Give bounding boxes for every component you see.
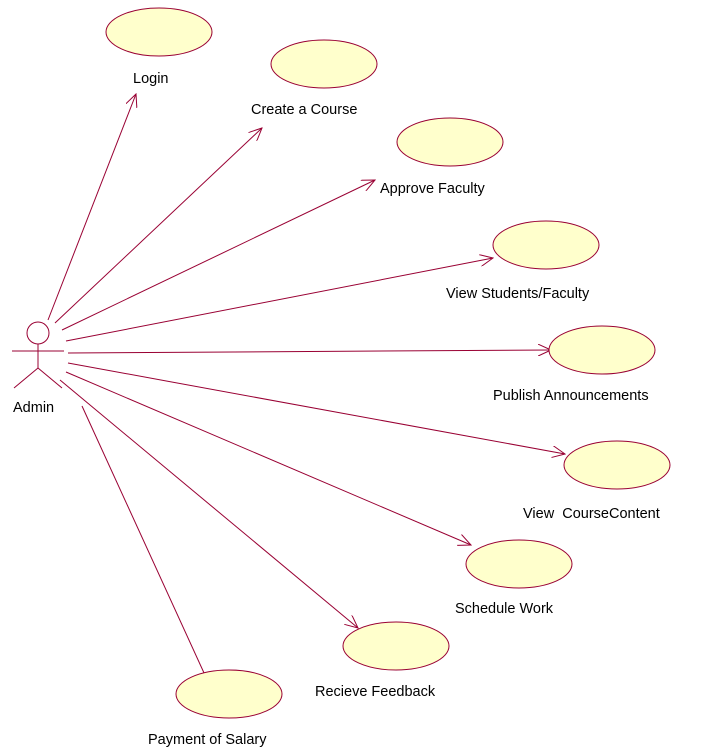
use-case-label: Payment of Salary — [148, 732, 267, 747]
association-schedule-work — [65, 371, 471, 545]
association-login — [47, 94, 136, 321]
association-recieve-feedback — [59, 379, 358, 628]
association-view-course-content — [67, 362, 565, 454]
use-case-payment-of-salary: Payment of Salary — [148, 669, 283, 747]
admin-actor-label: Admin — [13, 400, 54, 416]
use-case-label: Schedule Work — [455, 601, 554, 617]
association-lines — [47, 94, 565, 697]
association-payment-of-salary — [81, 405, 215, 697]
use-case-schedule-work: Schedule Work — [455, 539, 573, 617]
admin-actor — [12, 321, 64, 389]
use-case-approve-faculty: Approve Faculty — [380, 117, 504, 197]
use-case-label: View CourseContent — [523, 506, 660, 522]
use-case-view-course-content: View CourseContent — [523, 440, 671, 522]
use-case-label: Approve Faculty — [380, 181, 486, 197]
use-case-login: Login — [105, 7, 213, 87]
use-case-recieve-feedback: Recieve Feedback — [315, 621, 450, 700]
use-case-label: Recieve Feedback — [315, 684, 436, 700]
use-case-label: Publish Announcements — [493, 388, 649, 404]
association-view-students-faculty — [65, 258, 493, 342]
use-case-label: Login — [133, 71, 168, 87]
association-approve-faculty — [61, 180, 375, 331]
use-case-view-students-faculty: View Students/Faculty — [446, 220, 600, 302]
use-case-label: View Students/Faculty — [446, 286, 590, 302]
use-case-create-course: Create a Course — [251, 39, 378, 118]
association-publish-announcements — [67, 350, 551, 353]
use-case-publish-announcements: Publish Announcements — [493, 325, 656, 404]
use-case-label: Create a Course — [251, 102, 357, 118]
association-create-course — [54, 128, 262, 324]
